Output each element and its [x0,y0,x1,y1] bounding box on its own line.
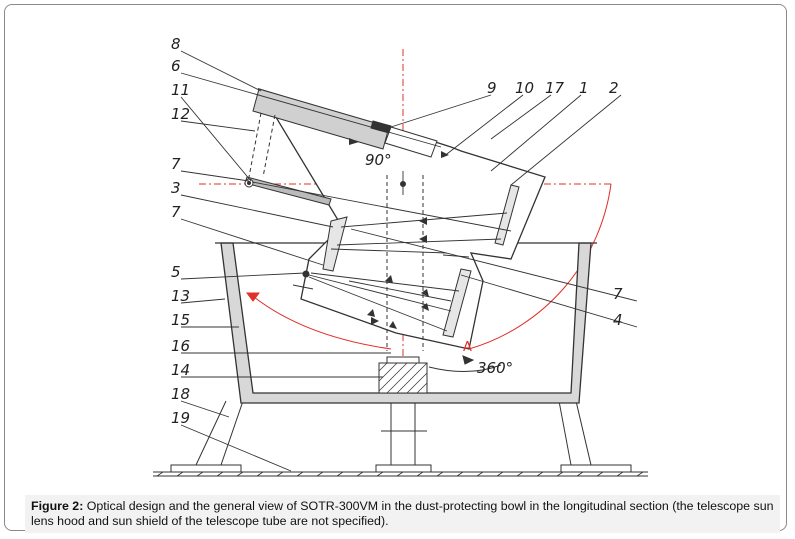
label-5: 5 [171,263,181,281]
figure-caption: Figure 2: Optical design and the general… [25,495,780,533]
ground-base [153,400,648,477]
label-17: 17 [545,79,565,97]
label-15: 15 [171,311,190,329]
label-4: 4 [613,311,623,329]
mirror-3 [322,216,348,272]
label-8: 8 [171,35,181,53]
caption-text: Optical design and the general view of S… [31,499,774,528]
pedestal [378,356,428,394]
caption-label: Figure 2: [31,499,84,513]
angle-360-label: 360° [477,359,513,377]
optical-design-figure: 8 6 11 12 7 3 7 5 13 15 16 14 18 19 9 10… [151,31,656,485]
label-12: 12 [171,105,190,123]
dashed-lines [248,112,424,351]
label-3: 3 [171,179,181,197]
label-7-middle: 7 [171,203,181,221]
label-16: 16 [171,337,190,355]
label-9: 9 [487,79,497,97]
figure-frame: 8 6 11 12 7 3 7 5 13 15 16 14 18 19 9 10… [4,4,787,533]
label-19: 19 [171,409,190,427]
mirror-4 [442,268,472,338]
label-1: 1 [579,79,589,97]
label-2: 2 [609,79,619,97]
label-7-right: 7 [613,285,623,303]
point-a-label: A [463,340,472,355]
rotation-arrow [428,355,502,373]
label-18: 18 [171,385,190,403]
label-6: 6 [171,57,181,75]
ray-arrowheads [349,138,449,329]
label-14: 14 [171,361,190,379]
angle-90-label: 90° [365,151,392,169]
mirror-right [494,184,520,246]
leader-lines [180,50,638,472]
label-11: 11 [171,81,190,99]
detector [292,270,314,290]
label-7-upper: 7 [171,155,181,173]
label-13: 13 [171,287,190,305]
label-10: 10 [515,79,534,97]
optical-diagram: 8 6 11 12 7 3 7 5 13 15 16 14 18 19 9 10… [153,35,648,477]
